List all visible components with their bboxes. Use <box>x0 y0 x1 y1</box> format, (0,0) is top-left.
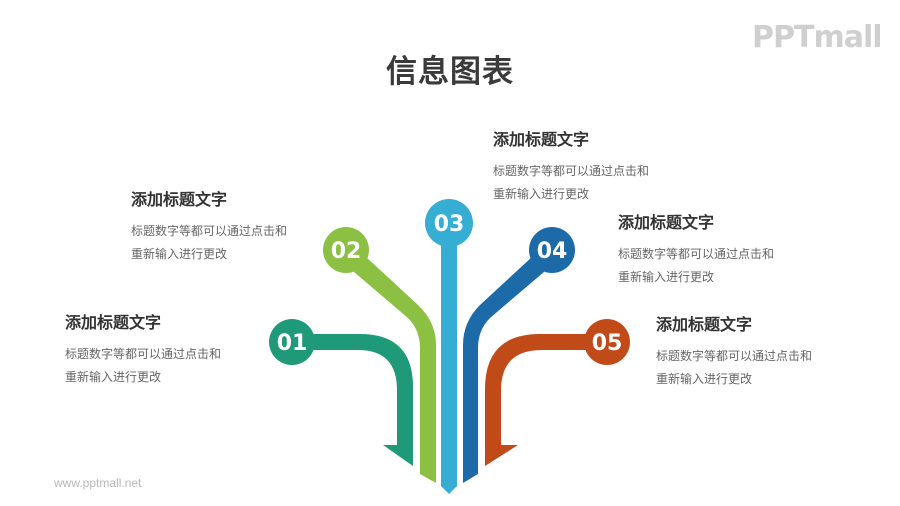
desc-02-line2: 重新输入进行更改 <box>131 247 228 261</box>
desc-03-line1: 标题数字等都可以通过点击和 <box>493 164 650 178</box>
branch-05: 05 <box>485 319 630 466</box>
desc-05-line2: 重新输入进行更改 <box>656 372 753 386</box>
heading-02: 添加标题文字 <box>131 190 228 209</box>
slide-title: 信息图表 <box>386 54 514 90</box>
number-05: 05 <box>592 331 623 356</box>
desc-05-line1: 标题数字等都可以通过点击和 <box>656 349 813 363</box>
desc-01-line2: 重新输入进行更改 <box>65 370 162 384</box>
number-02: 02 <box>331 239 362 264</box>
number-01: 01 <box>277 331 308 356</box>
desc-04-line1: 标题数字等都可以通过点击和 <box>618 247 775 261</box>
text-block-01: 添加标题文字 标题数字等都可以通过点击和 重新输入进行更改 <box>65 309 221 389</box>
branch-03: 03 <box>425 199 473 494</box>
heading-03: 添加标题文字 <box>493 130 590 149</box>
number-04: 04 <box>537 239 568 264</box>
pptmall-logo: PPTmall <box>752 20 883 55</box>
text-block-02: 添加标题文字 标题数字等都可以通过点击和 重新输入进行更改 <box>131 186 287 266</box>
branch-04: 04 <box>463 227 575 483</box>
branch-02: 02 <box>323 227 436 483</box>
text-block-03: 添加标题文字 标题数字等都可以通过点击和 重新输入进行更改 <box>493 126 649 206</box>
desc-02-line1: 标题数字等都可以通过点击和 <box>131 224 288 238</box>
heading-04: 添加标题文字 <box>618 213 715 232</box>
footer-url: www.pptmall.net <box>54 476 142 490</box>
text-block-04: 添加标题文字 标题数字等都可以通过点击和 重新输入进行更改 <box>618 209 774 289</box>
heading-05: 添加标题文字 <box>656 315 753 334</box>
number-03: 03 <box>434 212 465 237</box>
desc-04-line2: 重新输入进行更改 <box>618 270 715 284</box>
desc-03-line2: 重新输入进行更改 <box>493 187 590 201</box>
text-block-05: 添加标题文字 标题数字等都可以通过点击和 重新输入进行更改 <box>656 311 812 391</box>
heading-01: 添加标题文字 <box>65 313 162 332</box>
branch-01: 01 <box>269 319 413 466</box>
desc-01-line1: 标题数字等都可以通过点击和 <box>65 347 222 361</box>
